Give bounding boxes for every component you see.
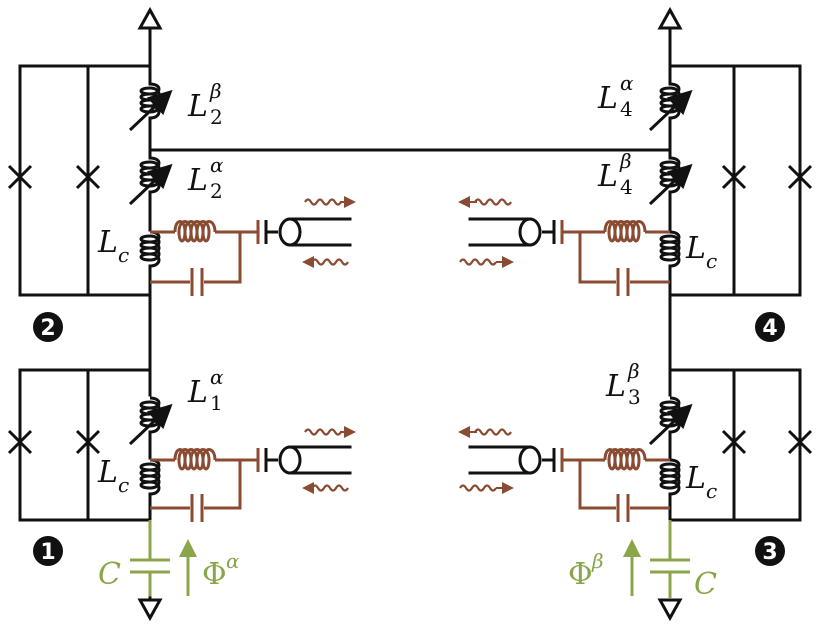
label-L4b: L β 4 <box>597 149 633 199</box>
left-circuit <box>7 8 356 620</box>
svg-text:1: 1 <box>210 391 223 415</box>
node-badge-2: 2 <box>33 312 63 342</box>
svg-text:α: α <box>210 365 224 389</box>
svg-text:β: β <box>209 79 222 103</box>
svg-text:β: β <box>627 359 640 383</box>
svg-text:L: L <box>97 455 118 490</box>
svg-text:L: L <box>187 375 208 410</box>
svg-text:L: L <box>685 231 706 266</box>
node-badge-4: 4 <box>755 312 785 342</box>
node-badge-3: 3 <box>755 536 785 566</box>
flux-label-left: Φ α <box>202 549 240 592</box>
svg-text:L: L <box>97 225 118 260</box>
svg-text:α: α <box>226 549 240 573</box>
svg-text:L: L <box>685 461 706 496</box>
svg-text:α: α <box>620 71 634 95</box>
inductor-Lc1-coil <box>139 458 161 496</box>
label-Lc4: L c <box>685 231 717 273</box>
svg-text:L: L <box>605 369 626 404</box>
svg-text:β: β <box>619 149 632 173</box>
svg-text:4: 4 <box>762 316 777 341</box>
label-L2b: L β 2 <box>187 79 223 129</box>
svg-text:α: α <box>210 153 224 177</box>
svg-text:3: 3 <box>628 385 641 409</box>
label-L3b: L β 3 <box>605 359 641 409</box>
svg-text:c: c <box>706 249 717 273</box>
svg-text:3: 3 <box>762 540 777 565</box>
svg-text:Φ: Φ <box>568 557 593 592</box>
svg-text:1: 1 <box>40 540 55 565</box>
label-L4a: L α 4 <box>597 71 634 121</box>
capacitor-label-left: C <box>98 557 121 592</box>
label-L2a: L α 2 <box>187 153 224 203</box>
label-Lc1: L c <box>97 455 129 497</box>
svg-text:2: 2 <box>40 316 55 341</box>
svg-text:L: L <box>597 81 618 116</box>
right-circuit <box>458 8 813 620</box>
inductor-Lc3-coil <box>659 458 681 496</box>
flux-label-right: Φ β <box>568 549 604 592</box>
svg-text:4: 4 <box>620 97 633 121</box>
svg-text:β: β <box>591 549 604 573</box>
svg-text:c: c <box>706 479 717 503</box>
svg-text:L: L <box>597 159 618 194</box>
label-Lc3: L c <box>685 461 717 503</box>
svg-text:2: 2 <box>210 105 223 129</box>
svg-text:L: L <box>187 89 208 124</box>
svg-text:Φ: Φ <box>202 557 227 592</box>
node-badge-1: 1 <box>33 536 63 566</box>
inductor-Lc2-coil <box>139 230 161 268</box>
svg-text:c: c <box>118 243 129 267</box>
svg-text:c: c <box>118 473 129 497</box>
svg-text:2: 2 <box>210 179 223 203</box>
svg-text:L: L <box>187 163 208 198</box>
label-L1a: L α 1 <box>187 365 224 415</box>
label-Lc2: L c <box>97 225 129 267</box>
svg-text:4: 4 <box>620 175 633 199</box>
capacitor-label-right: C <box>694 567 717 602</box>
inductor-Lc4-coil <box>659 230 681 268</box>
